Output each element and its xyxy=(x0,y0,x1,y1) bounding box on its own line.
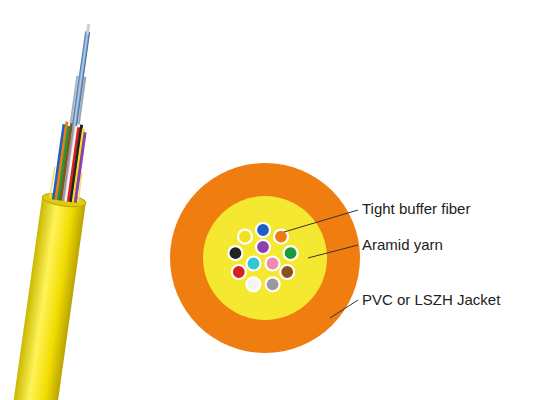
part-label: Tight buffer fiber xyxy=(362,200,470,218)
tight-buffer-fiber xyxy=(256,240,270,254)
part-label: Aramid yarn xyxy=(362,236,443,254)
leader-lines xyxy=(284,210,358,318)
tight-buffer-fiber xyxy=(266,277,280,291)
tight-buffer-fiber xyxy=(246,277,260,291)
tight-buffer-fiber xyxy=(284,246,298,260)
tight-buffer-fiber xyxy=(280,265,294,279)
tight-buffer-fiber xyxy=(256,223,270,237)
cable-cross-section xyxy=(170,163,360,353)
tight-buffer-fiber xyxy=(266,257,280,271)
tight-buffer-fiber xyxy=(232,265,246,279)
tight-buffer-fiber xyxy=(247,257,261,271)
tight-buffer-fiber xyxy=(228,246,242,260)
part-label: PVC or LSZH Jacket xyxy=(362,291,500,309)
cable-side-view xyxy=(9,21,111,400)
tight-buffer-fiber xyxy=(238,230,252,244)
